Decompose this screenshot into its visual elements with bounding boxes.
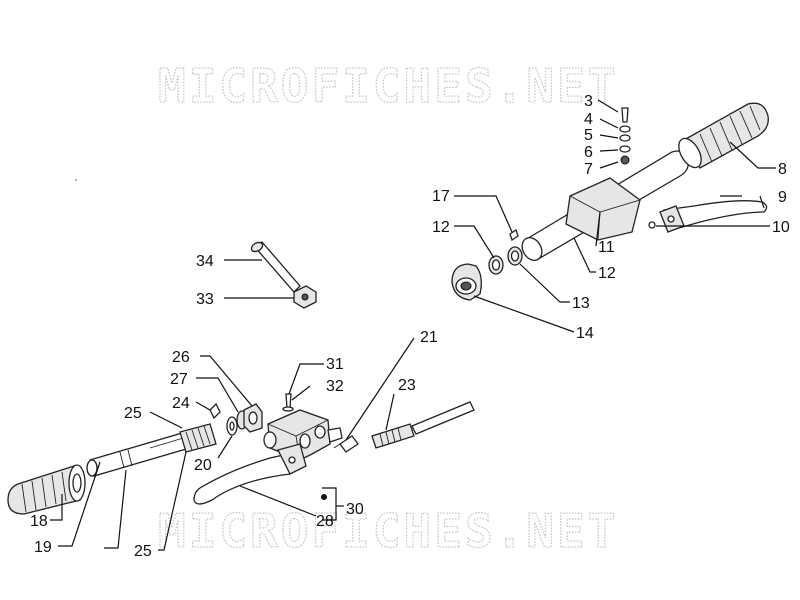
throttle-housing (451, 263, 482, 301)
left-handlebar-tube (86, 423, 217, 477)
mounting-bolt (250, 241, 301, 293)
mounting-nut (293, 285, 317, 309)
brake-hose (371, 401, 475, 449)
label-part-19: 19 (34, 539, 52, 556)
label-part-13: 13 (572, 295, 590, 312)
label-part-33: 33 (196, 291, 214, 308)
leader-lines (50, 99, 776, 551)
label-part-11: 11 (598, 239, 615, 256)
right-brake-lever (659, 200, 768, 233)
label-part-8: 8 (778, 161, 787, 178)
reservoir-screw (282, 393, 294, 412)
label-part-27: 27 (170, 371, 188, 388)
part-labels: 3 4 5 6 7 8 9 10 11 12 17 12 13 14 34 33… (30, 93, 790, 560)
label-part-5: 5 (584, 127, 593, 144)
label-part-9: 9 (778, 189, 787, 206)
left-locknut (243, 403, 263, 433)
label-part-4: 4 (584, 111, 593, 128)
label-part-24: 24 (172, 395, 190, 412)
label-part-10: 10 (772, 219, 790, 236)
right-grip (678, 102, 769, 169)
label-part-7: 7 (584, 161, 593, 178)
brake-master-cylinder (263, 409, 343, 461)
left-grip (7, 464, 86, 515)
label-part-31: 31 (326, 356, 344, 373)
watermark-top: MICROFICHES.NET (158, 59, 618, 113)
label-part-25-bottom: 25 (134, 543, 152, 560)
label-part-34: 34 (196, 253, 214, 270)
label-part-3: 3 (584, 93, 593, 110)
label-part-6: 6 (584, 144, 593, 161)
label-part-17: 17 (432, 188, 450, 205)
label-part-21: 21 (420, 329, 438, 346)
bolt-washer-stack (619, 107, 631, 165)
watermark-bottom: MICROFICHES.NET (158, 504, 618, 558)
label-part-32: 32 (326, 378, 344, 395)
right-handlebar-assembly (451, 102, 769, 301)
label-part-30: 30 (346, 501, 364, 518)
label-part-12-left: 12 (432, 219, 450, 236)
label-part-14: 14 (576, 325, 594, 342)
label-part-23: 23 (398, 377, 416, 394)
stray-dot (75, 179, 77, 181)
label-part-20: 20 (194, 457, 212, 474)
label-part-12-right: 12 (598, 265, 616, 282)
label-part-26: 26 (172, 349, 190, 366)
throttle-pin (509, 228, 519, 242)
label-part-28: 28 (316, 513, 334, 530)
label-part-18: 18 (30, 513, 48, 530)
handlebar-tube (521, 150, 689, 261)
left-brake-lever (193, 443, 307, 505)
label-part-25-top: 25 (124, 405, 142, 422)
pivot-dot (321, 494, 327, 500)
pivot-pin (648, 221, 656, 229)
spring-pin (209, 402, 221, 420)
brake-light-switch (333, 435, 359, 453)
left-handlebar-assembly (7, 393, 475, 515)
